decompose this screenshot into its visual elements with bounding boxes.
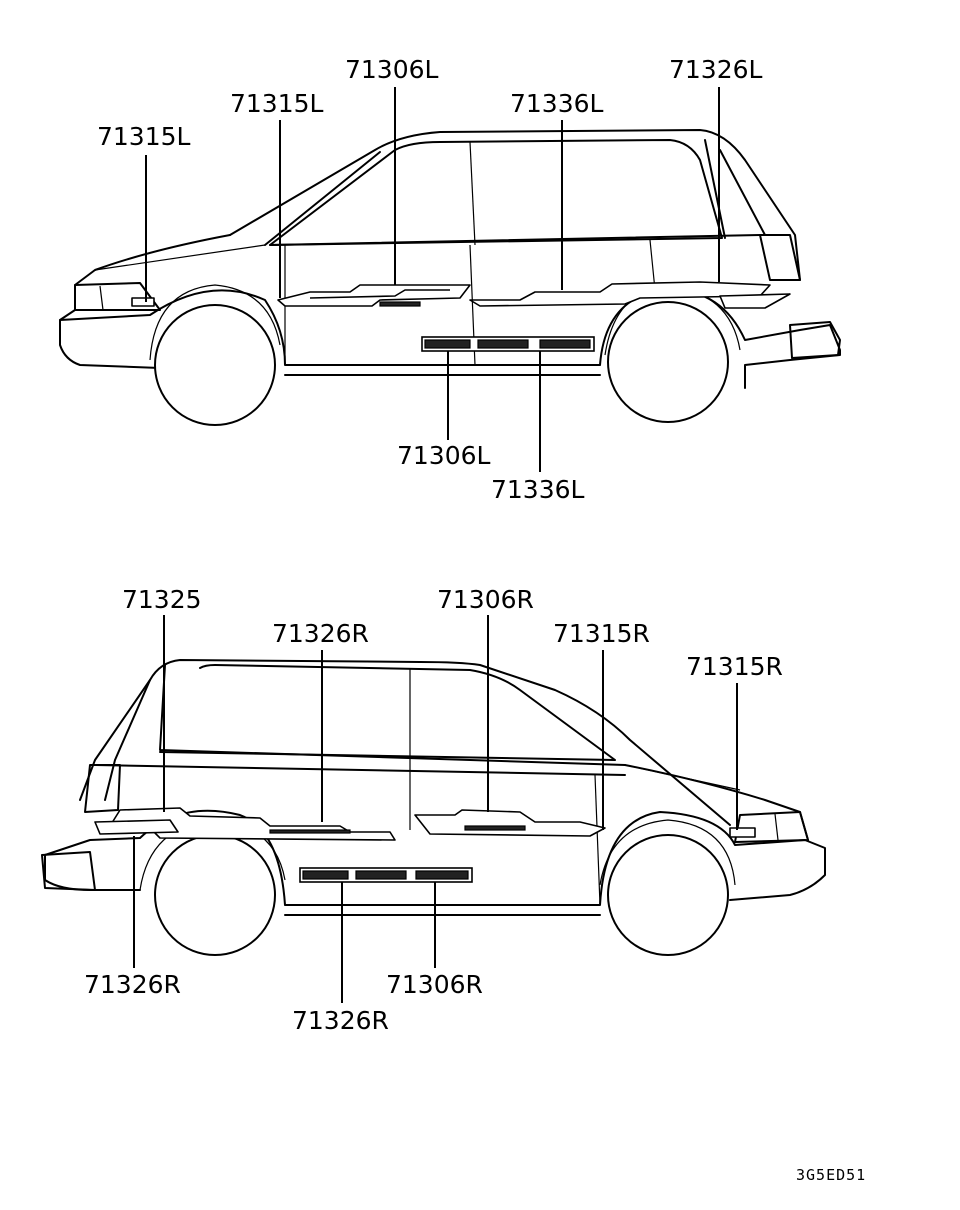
callout-71336L-lower: 71336L xyxy=(491,475,585,504)
callout-71326R-rear: 71326R xyxy=(84,970,181,999)
callout-71306R-upper: 71306R xyxy=(437,585,534,614)
callout-71315L-front-stripe: 71315L xyxy=(230,89,324,118)
callout-71306L-lower: 71306L xyxy=(397,441,491,470)
callout-71326R-lower: 71326R xyxy=(292,1006,389,1035)
leader-lines-left xyxy=(145,87,720,472)
leader-lines-right xyxy=(133,615,738,1003)
callouts-left: 71315L 71315L 71306L 71336L 71326L 71306… xyxy=(97,55,763,504)
callout-71336L-upper: 71336L xyxy=(510,89,604,118)
callout-71325: 71325 xyxy=(122,585,202,614)
callout-71326R-upper: 71326R xyxy=(272,619,369,648)
callouts-right: 71325 71326R 71306R 71315R 71315R 71326R… xyxy=(84,585,783,1035)
vehicle-left-side-view xyxy=(59,129,841,426)
callout-71315L-front-marker: 71315L xyxy=(97,122,191,151)
callout-71315R-marker: 71315R xyxy=(686,652,783,681)
callout-71306L-upper: 71306L xyxy=(345,55,439,84)
callout-71315R-stripe: 71315R xyxy=(553,619,650,648)
callout-71306R-lower: 71306R xyxy=(386,970,483,999)
callout-71326L: 71326L xyxy=(669,55,763,84)
vehicle-right-side-view xyxy=(41,659,826,956)
diagram-code: 3G5ED51 xyxy=(796,1166,866,1184)
